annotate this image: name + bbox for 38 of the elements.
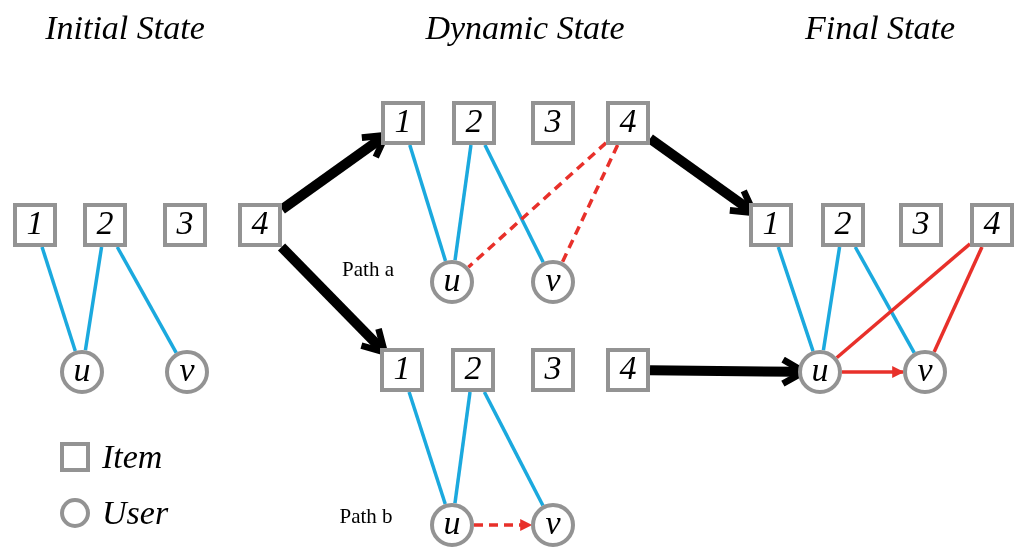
link-line [407, 391, 447, 505]
arrow [474, 519, 533, 531]
item-square: 4 [606, 348, 650, 392]
arrow [842, 366, 905, 378]
state-title: Dynamic State [425, 7, 625, 48]
item-square: 2 [451, 348, 495, 392]
state-title: Final State [804, 7, 956, 48]
link-line [835, 242, 972, 360]
link-line [453, 391, 472, 504]
link-line [453, 144, 473, 261]
item-square: 4 [238, 203, 282, 247]
path-label: Path a [342, 256, 394, 284]
link-line [83, 246, 104, 351]
item-square: 3 [899, 203, 943, 247]
state-title: Initial State [45, 7, 205, 48]
legend-label: User [102, 496, 169, 530]
link-line [408, 144, 448, 262]
item-square: 2 [83, 203, 127, 247]
item-square: 1 [381, 101, 425, 145]
item-square: 1 [13, 203, 57, 247]
item-square: 4 [606, 101, 650, 145]
flow-arrow [277, 243, 388, 356]
path-label: Path b [339, 503, 393, 531]
link-line [560, 144, 620, 263]
item-square: 2 [452, 101, 496, 145]
item-square: 3 [531, 101, 575, 145]
link-line [821, 246, 842, 351]
item-square: 4 [970, 203, 1014, 247]
link-line [932, 246, 984, 353]
legend-label: Item [102, 440, 163, 474]
item-square: 1 [380, 348, 424, 392]
link-line [467, 141, 608, 269]
item-square: 2 [821, 203, 865, 247]
link-line [40, 246, 77, 352]
item-square: 1 [749, 203, 793, 247]
link-line [776, 246, 815, 352]
item-square: 3 [163, 203, 207, 247]
item-square: 3 [531, 348, 575, 392]
